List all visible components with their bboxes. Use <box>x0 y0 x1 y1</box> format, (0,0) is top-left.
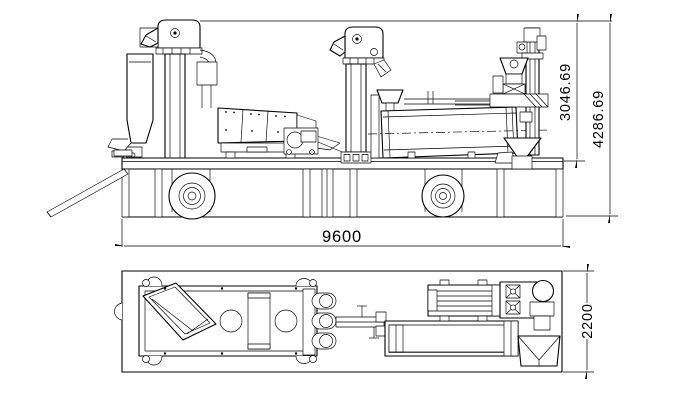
dim-text-overall-length: 9600 <box>322 228 362 246</box>
plan-outline <box>121 270 563 373</box>
side-pipe-stub <box>114 302 123 321</box>
dimension-annotations-plan: 2200 <box>563 271 596 372</box>
center-band <box>247 292 271 350</box>
inspection-hole <box>219 309 243 333</box>
indent-cylinder-side <box>367 89 549 164</box>
air-duct <box>196 61 218 86</box>
motor-plan <box>427 279 501 322</box>
elevator-column <box>345 63 367 153</box>
dim-text-overall-width: 2200 <box>580 303 596 338</box>
tow-bar <box>46 168 129 218</box>
feeder-box <box>505 73 523 85</box>
rivet-dots <box>225 111 286 133</box>
support-bracket <box>489 93 549 108</box>
plan-view: 2200 <box>114 270 596 373</box>
fan-gearbox-plan <box>499 279 555 331</box>
tilted-feed-hopper <box>142 282 217 341</box>
elevator-connector-plan <box>302 288 387 356</box>
cylinder-stand <box>370 94 380 159</box>
blower-circle <box>531 279 555 303</box>
support-legs <box>121 168 564 218</box>
dim-text-machine-height: 3046.69 <box>558 63 574 121</box>
bolt-dots <box>163 287 298 355</box>
head-box <box>523 27 541 43</box>
dimension-annotations-side: 3046.69 4286.69 9600 <box>122 21 618 247</box>
elevator-discharge-duct <box>321 168 334 218</box>
elevator-column <box>164 53 186 159</box>
trailer-chassis <box>46 146 564 220</box>
air-screen-cleaner-side <box>107 19 348 159</box>
dim-text-overall-height: 4286.69 <box>591 90 607 148</box>
rear-wheel-assembly <box>421 169 465 218</box>
side-elevation-view: 3046.69 4286.69 9600 <box>46 19 618 247</box>
air-screen-cleaner-plan <box>114 276 318 366</box>
axle-centerline <box>367 129 549 135</box>
fan-unit <box>283 127 348 155</box>
discharge-funnel-plan <box>517 335 561 367</box>
feed-hopper <box>376 89 404 104</box>
right-elevator-side <box>455 27 549 170</box>
indent-cylinder-plan <box>384 320 519 357</box>
middle-elevator-side <box>329 26 392 164</box>
motor-body <box>427 284 501 317</box>
front-wheel-assembly <box>168 169 216 220</box>
air-chamber <box>126 53 154 144</box>
air-chamber-scoop <box>107 138 132 152</box>
inspection-hole <box>274 309 298 333</box>
discharge-spout <box>140 27 159 48</box>
